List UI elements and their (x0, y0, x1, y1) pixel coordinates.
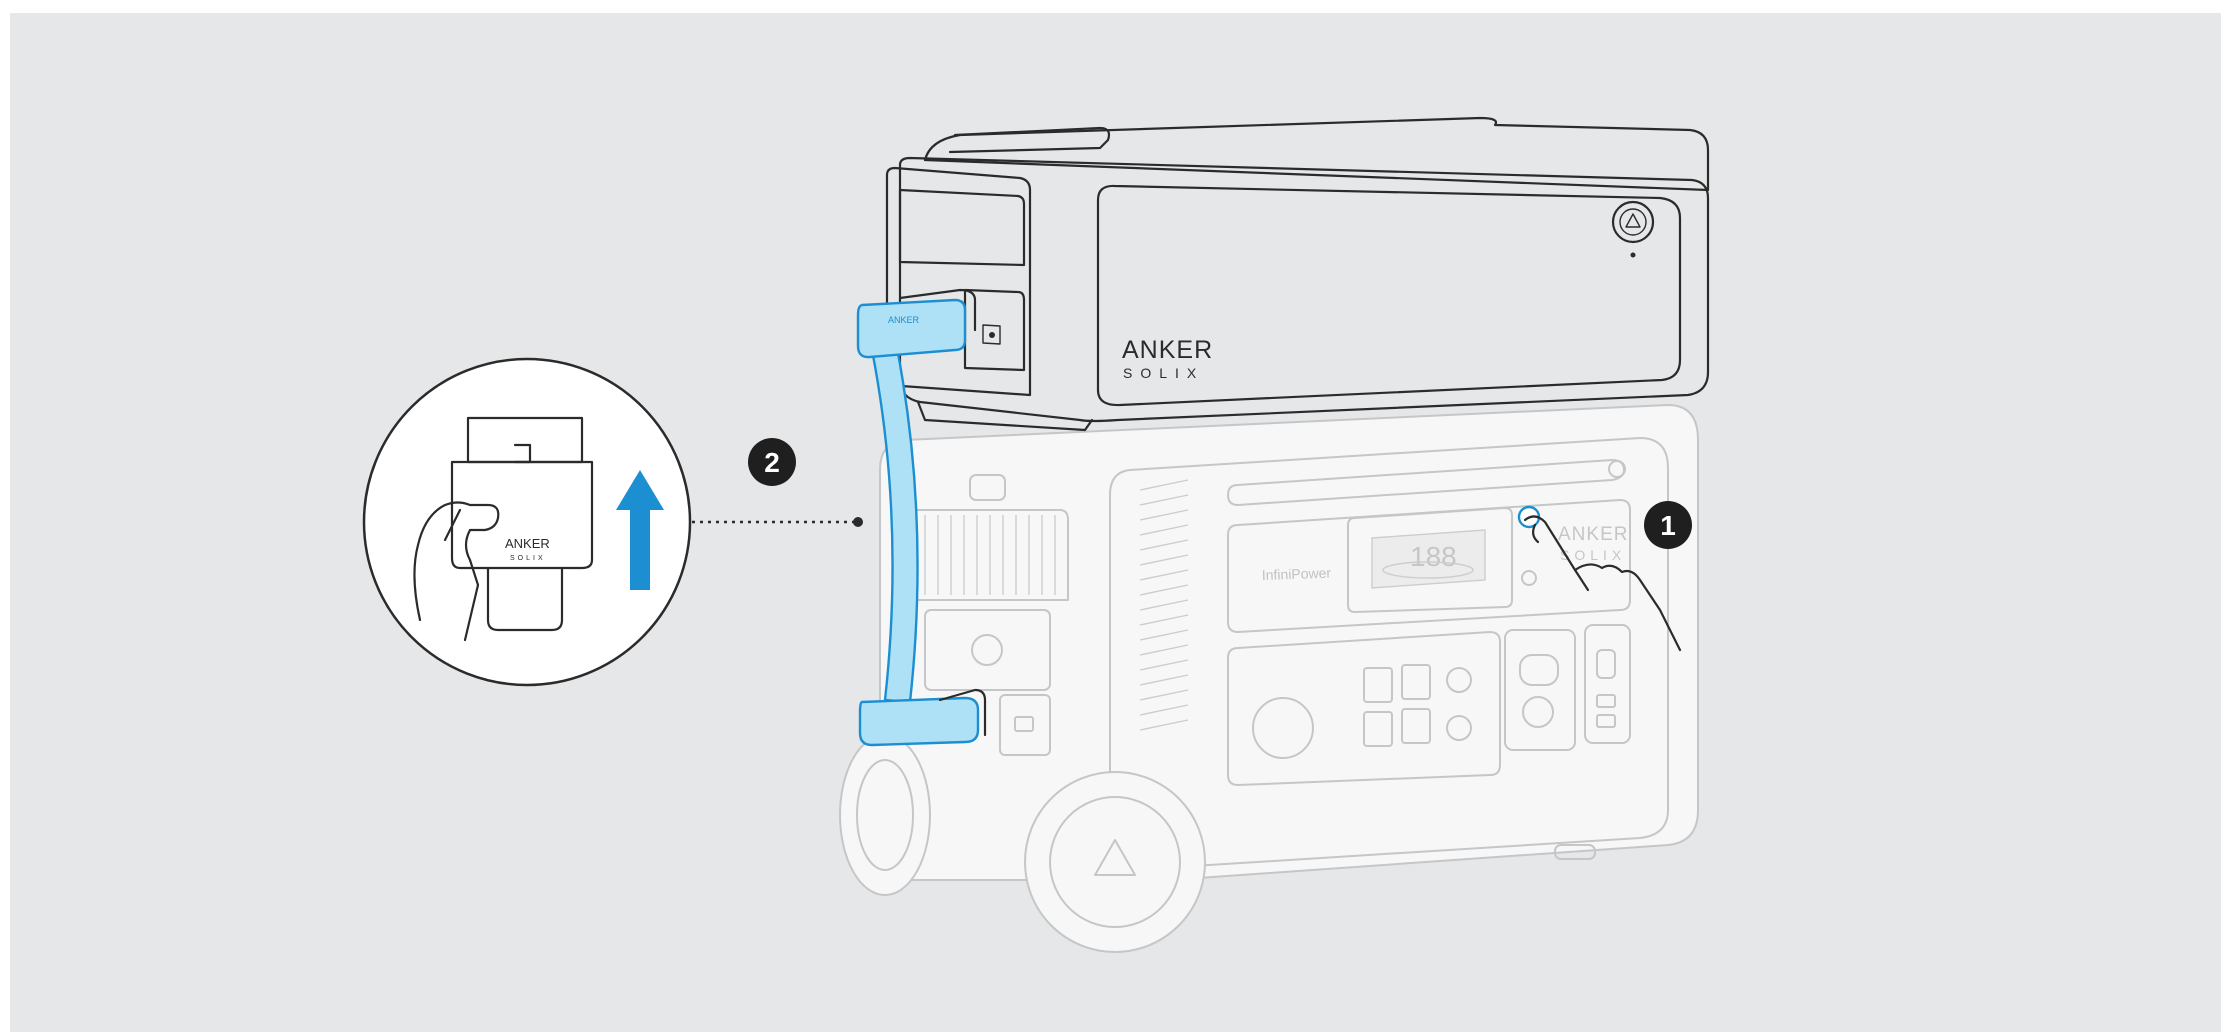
battery-sub-brand: SOLIX (1123, 365, 1204, 381)
detail-inset: ANKER SOLIX (364, 359, 690, 685)
wheel-left (840, 735, 930, 895)
inset-connector-brand: ANKER (505, 536, 550, 551)
battery-side-screen (900, 190, 1024, 265)
wheel-right (1025, 772, 1205, 952)
step-2-badge: 2 (748, 438, 796, 486)
svg-text:1: 1 (1660, 510, 1676, 541)
cable-connector-brand: ANKER (888, 315, 920, 325)
battery-brand: ANKER (1122, 336, 1213, 364)
cable-top-connector (858, 300, 965, 357)
battery-power-button[interactable] (1613, 202, 1653, 258)
expansion-battery: ANKER SOLIX (887, 118, 1708, 430)
battery-side-port (965, 290, 1024, 370)
cable-bottom-connector (860, 698, 978, 745)
power-triangle-icon (1626, 214, 1640, 227)
svg-text:2: 2 (764, 447, 780, 478)
power-station: InfiniPower 188 ANKER SOLIX (840, 405, 1698, 952)
step-1-badge: 1 (1644, 501, 1692, 549)
cable-body (872, 348, 918, 702)
model-label: InfiniPower (1262, 565, 1332, 583)
panel-brand: ANKER (1558, 524, 1628, 545)
lcd-digits: 188 (1410, 541, 1457, 572)
inset-connector-sub-brand: SOLIX (510, 555, 546, 562)
